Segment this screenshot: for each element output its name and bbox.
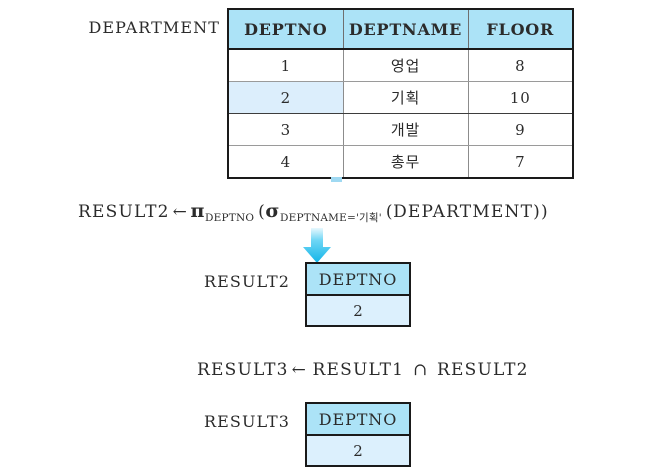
open-paren-2: ( — [385, 202, 394, 222]
expression-result3-lhs: RESULT3 — [197, 360, 289, 380]
table-header-row: DEPTNO — [305, 402, 411, 436]
table-row: 2 — [305, 294, 411, 327]
expression-result3-right-operand: RESULT2 — [437, 360, 529, 380]
table-row: 1 영업 8 — [227, 49, 574, 82]
result2-table: DEPTNO 2 — [305, 262, 411, 327]
table-row: 4 총무 7 — [227, 145, 574, 179]
column-header-deptname: DEPTNAME — [342, 8, 469, 50]
department-table: DEPTNO DEPTNAME FLOOR 1 영업 8 2 기획 10 3 개… — [227, 8, 574, 179]
table-row: 3 개발 9 — [227, 113, 574, 146]
expression-result2-operand: DEPARTMENT — [393, 202, 534, 222]
column-header-floor: FLOOR — [467, 8, 574, 50]
close-parens: )) — [533, 202, 549, 222]
result3-relation-label: RESULT3 — [203, 412, 290, 431]
intersection-operator-icon: ∩ — [413, 360, 428, 380]
cell-deptname: 개발 — [342, 113, 469, 146]
cell-floor: 10 — [467, 81, 574, 114]
column-header-deptno: DEPTNO — [305, 402, 411, 436]
cell-deptno: 2 — [305, 434, 411, 467]
expression-result2: RESULT2←πDEPTNO(σDEPTNAME='기획'(DEPARTMEN… — [78, 200, 549, 224]
expression-result3-left-operand: RESULT1 — [312, 360, 405, 380]
projection-subscript: DEPTNO — [205, 212, 255, 224]
result3-table: DEPTNO 2 — [305, 402, 411, 467]
cell-deptno: 4 — [227, 145, 344, 179]
table-row: 2 — [305, 434, 411, 467]
down-arrow-icon — [302, 228, 332, 264]
table-row: 2 기획 10 — [227, 81, 574, 114]
cell-deptname: 기획 — [342, 81, 469, 114]
column-header-deptno: DEPTNO — [305, 262, 411, 296]
projection-operator-icon: π — [190, 200, 206, 222]
cell-deptno-highlighted: 2 — [227, 81, 344, 114]
selection-operator-icon: σ — [265, 200, 281, 222]
table-header-row: DEPTNO — [305, 262, 411, 296]
cell-floor: 8 — [467, 49, 574, 82]
stray-mark-artifact — [331, 177, 342, 182]
department-relation-label: DEPARTMENT — [88, 18, 220, 37]
cell-deptname: 총무 — [342, 145, 469, 179]
cell-deptno: 3 — [227, 113, 344, 146]
column-header-deptno: DEPTNO — [227, 8, 344, 50]
cell-deptno: 1 — [227, 49, 344, 82]
cell-floor: 7 — [467, 145, 574, 179]
table-header-row: DEPTNO DEPTNAME FLOOR — [227, 8, 574, 50]
expression-result3: RESULT3←RESULT1 ∩ RESULT2 — [197, 360, 529, 380]
assignment-arrow-icon: ← — [172, 202, 188, 222]
expression-result2-lhs: RESULT2 — [78, 202, 170, 222]
cell-deptno: 2 — [305, 294, 411, 327]
open-paren-1: ( — [258, 202, 266, 222]
cell-floor: 9 — [467, 113, 574, 146]
assignment-arrow-icon: ← — [291, 360, 307, 380]
result2-relation-label: RESULT2 — [203, 272, 290, 291]
cell-deptname: 영업 — [342, 49, 469, 82]
selection-subscript: DEPTNAME='기획' — [280, 212, 382, 224]
